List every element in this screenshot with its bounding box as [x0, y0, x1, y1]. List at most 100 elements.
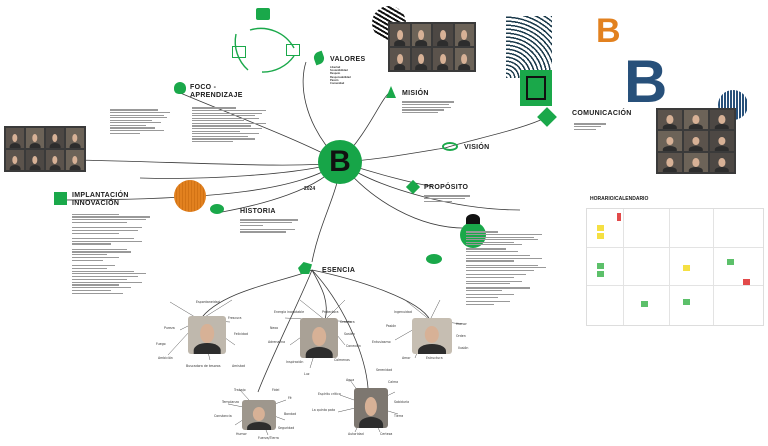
esencia-word: Humor: [236, 432, 247, 436]
esencia-word: Buscadora de tesoros: [186, 364, 221, 368]
esencia-word: Frescura: [228, 316, 242, 320]
esencia-word: Adrenalina: [268, 340, 286, 344]
valores-item: Pasión: [330, 78, 339, 82]
sticky-note: [597, 225, 604, 231]
esencia-word: Nexo: [270, 326, 279, 330]
esencia-word: Amor: [402, 356, 411, 360]
esencia-word: Protectora: [322, 310, 339, 314]
esencia-title: ESENCIA: [322, 267, 356, 274]
implantacion-text-block: [72, 212, 150, 296]
orange-b-letter: B: [596, 12, 621, 50]
esencia-word: Ambición: [158, 356, 173, 360]
valores-item: Responsabilidad: [330, 75, 351, 79]
piggy-bank-icon: [426, 254, 442, 264]
sticky-note: [743, 279, 750, 285]
brain-icon: [210, 204, 224, 214]
esencia-word: La quinta pata: [312, 408, 336, 412]
sticky-note: [641, 301, 648, 307]
mision-text-block: [402, 100, 454, 115]
checkbox-icon: [54, 192, 67, 205]
esencia-word: Fé: [288, 396, 292, 400]
valores-item: Sostenibilidad: [330, 69, 348, 73]
valores-title: VALORES: [330, 56, 366, 63]
esencia-word: Inspiración: [286, 360, 304, 364]
implantacion-title-line1: IMPLANTACIÓN: [72, 192, 129, 199]
esencia-word: Fuego: [156, 342, 166, 346]
esencia-word: Estructura: [426, 356, 443, 360]
esencia-word: Tierra: [394, 414, 404, 418]
esencia-word: Templanza: [222, 400, 239, 404]
fish-icon: [298, 262, 312, 274]
foco-title-line2: APRENDIZAJE: [190, 92, 243, 99]
esencia-word: Amistad: [232, 364, 246, 368]
esencia-word: Energía inagotable: [274, 310, 305, 314]
mountain-icon: [386, 86, 396, 98]
mision-title: MISIÓN: [402, 90, 429, 97]
sticky-note: [597, 233, 604, 239]
plant-icon: [466, 214, 480, 224]
sticky-note: [683, 265, 690, 271]
sticky-note: [683, 299, 690, 305]
esencia-word: Bondad: [284, 412, 297, 416]
esencia-word: Ingenuidad: [394, 310, 412, 314]
vision-title: VISIÓN: [464, 144, 490, 151]
esencia-word: Pureza: [164, 326, 175, 330]
esencia-word: Fuerza/Tierra: [258, 436, 279, 440]
esencia-word: Trabajo: [234, 388, 246, 392]
foco-text-right: [192, 106, 266, 143]
cycle-top-icon: [256, 8, 270, 20]
wave-pattern: [506, 16, 552, 78]
esencia-word: Humor: [456, 322, 467, 326]
bulb-icon: [174, 82, 186, 94]
proposito-title: PROPÓSITO: [424, 184, 469, 191]
valores-item: Libertad: [330, 66, 341, 69]
notes-text-block: [466, 230, 546, 306]
esencia-word: Serenidad: [376, 368, 393, 372]
esencia-word: Creadora: [340, 320, 355, 324]
video-call-grid-left: [4, 126, 86, 172]
person-photo: [412, 318, 452, 354]
cycle-left-icon: [232, 46, 246, 58]
esencia-word: Orden: [456, 334, 466, 338]
center-logo: B: [318, 140, 362, 184]
person-photo: [354, 388, 388, 428]
eye-icon: [442, 142, 458, 151]
implantacion-title-line2: INNOVACIÓN: [72, 200, 120, 207]
esencia-word: Sostén: [344, 332, 355, 336]
esencia-word: Constancia: [214, 414, 232, 418]
comunicacion-text-block: [574, 122, 610, 131]
esencia-word: Entusiasmo: [372, 340, 391, 344]
esencia-word: Espíritu crítico: [318, 392, 341, 396]
esencia-word: Conexión: [346, 344, 361, 348]
video-call-grid-right: [656, 108, 736, 174]
sticky-note: [727, 259, 734, 265]
person-photo: [300, 318, 338, 358]
esencia-word: Sabiduría: [394, 400, 410, 404]
cycle-right-icon: [286, 44, 300, 56]
person-photo: [188, 316, 226, 354]
foco-title-line1: FOCO -: [190, 84, 217, 91]
esencia-word: Autoridad: [348, 432, 364, 436]
person-photo: [242, 400, 276, 430]
calendar-board: [586, 208, 764, 326]
valores-item: Comunidad: [330, 82, 345, 86]
esencia-word: Felicidad: [234, 332, 249, 336]
esencia-word: Luz: [304, 372, 310, 376]
orange-pattern-circle: [174, 180, 206, 212]
video-call-grid: [388, 22, 476, 72]
historia-title: HISTORIA: [240, 208, 276, 215]
esencia-word: Espontaneidad: [196, 300, 220, 304]
proposito-text-block: [424, 194, 470, 203]
esencia-word: Fidel: [272, 388, 280, 392]
esencia-word: Ilusión: [458, 346, 469, 350]
valores-item: Respeto: [330, 72, 341, 76]
historia-text-block: [240, 218, 298, 234]
esencia-word: Agua: [346, 378, 355, 382]
sticky-note: [597, 271, 604, 277]
green-square-pattern: [520, 70, 552, 106]
esencia-word: Colmenas: [334, 358, 350, 362]
foco-text-left: [110, 108, 170, 135]
horario-title: HORARIO/CALENDARIO: [590, 196, 649, 202]
valores-list: Libertad Sostenibilidad Respeto Responsa…: [330, 66, 351, 85]
center-year: 2024: [304, 186, 316, 192]
